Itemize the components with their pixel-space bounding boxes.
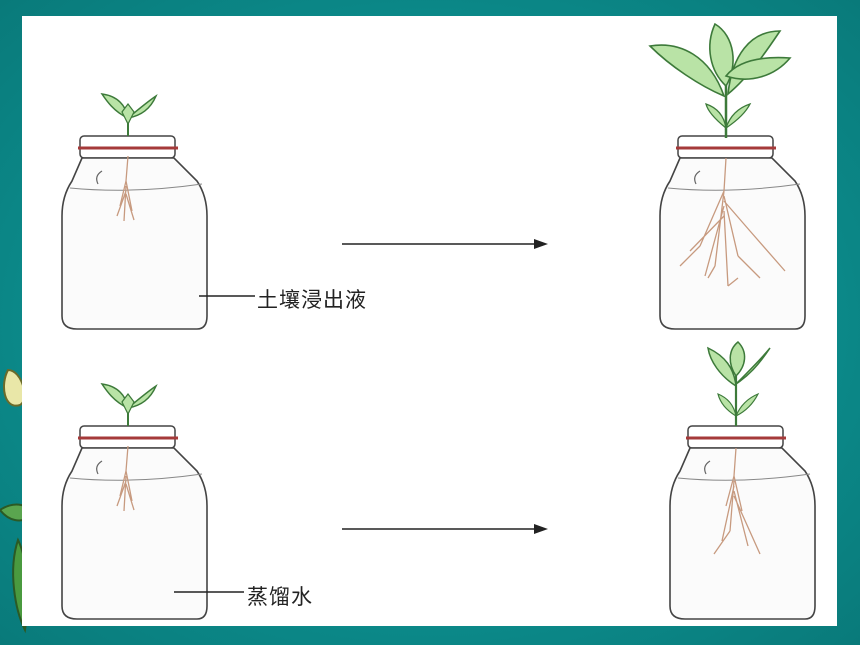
arrow-bottom [342,524,548,534]
jar-bottom-left [60,383,209,621]
seedling-small-bottom [100,383,158,426]
label-soil-extract: 土壤浸出液 [257,288,367,312]
roots-extensive [679,157,786,287]
jar-top-left [60,93,209,331]
plant-large-top [648,22,792,138]
jar-bottom-right [668,340,817,621]
plant-medium-bottom [707,340,771,426]
diagram-panel: 土壤浸出液 蒸馏水 [22,16,837,626]
arrow-top [342,239,548,249]
label-distilled-water: 蒸馏水 [247,585,313,609]
roots-moderate [713,447,761,555]
experiment-diagram [60,22,817,621]
seedling-small-top [100,93,158,136]
jar-top-right [648,22,807,331]
